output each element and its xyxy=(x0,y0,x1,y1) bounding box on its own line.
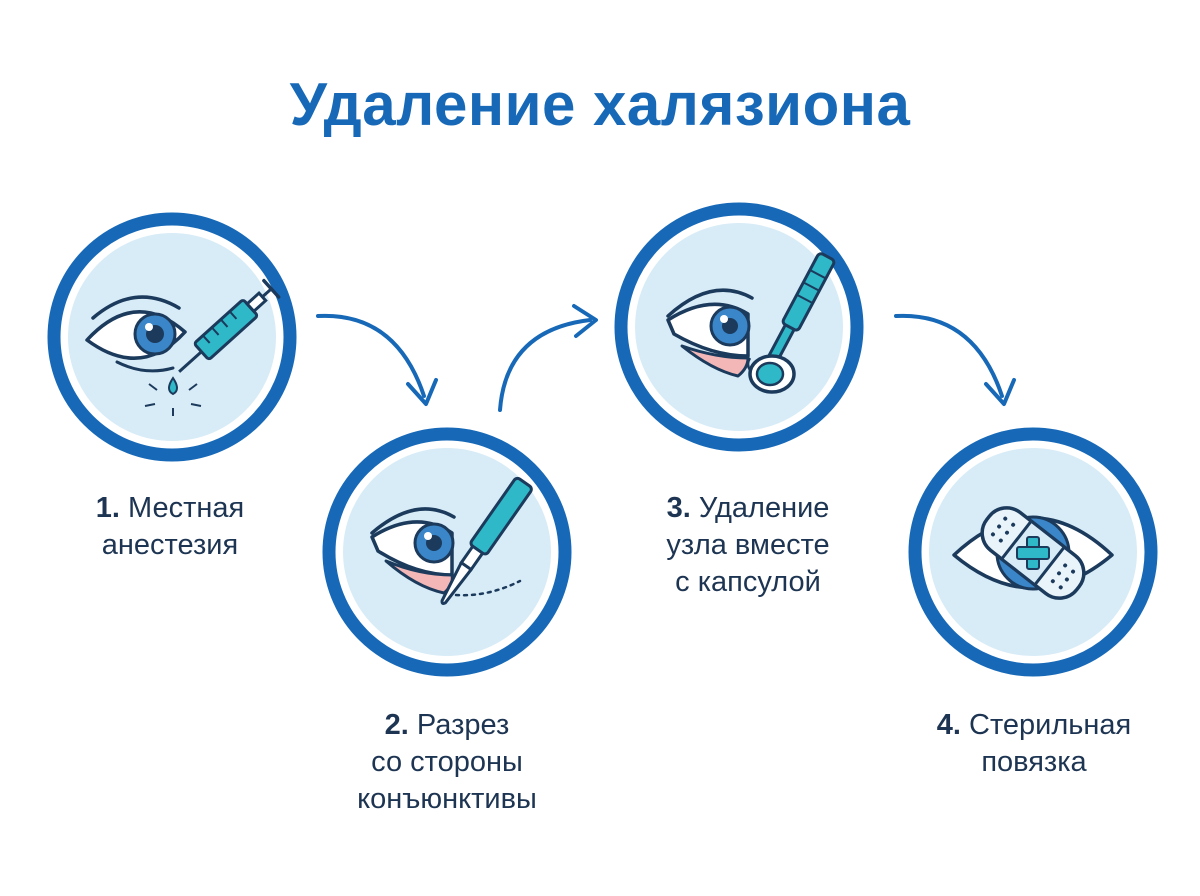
step-4-caption: 4. Стерильная повязка xyxy=(874,707,1194,781)
step-4-circle xyxy=(906,425,1160,679)
step-1-number: 1. xyxy=(95,492,120,524)
step-4-number: 4. xyxy=(936,709,961,741)
step-3-line-2: узла вместе xyxy=(666,529,830,561)
step-3-caption: 3. Удаление узла вместе с капсулой xyxy=(588,490,908,601)
arrow-step-1-to-2 xyxy=(316,313,438,406)
step-4-line-1: Стерильная xyxy=(969,709,1132,741)
step-3-line-3: с капсулой xyxy=(675,566,821,598)
step-1-line-2: анестезия xyxy=(101,529,239,561)
step-1-caption: 1. Местная анестезия xyxy=(10,490,330,564)
step-2-line-1: Разрез xyxy=(416,709,510,741)
arrow-step-2-to-3 xyxy=(498,304,598,412)
step-3-line-1: Удаление xyxy=(698,492,830,524)
step-2-line-3: конъюнктивы xyxy=(357,783,537,815)
eye-curette-icon xyxy=(614,202,864,452)
step-2-number: 2. xyxy=(384,709,409,741)
eye-syringe-icon xyxy=(47,212,297,462)
step-3-circle xyxy=(612,200,866,454)
step-2-line-2: со стороны xyxy=(371,746,523,778)
eye-scalpel-icon xyxy=(322,427,572,677)
step-2-circle xyxy=(320,425,574,679)
page-title: Удаление халязиона xyxy=(289,71,911,138)
step-3-number: 3. xyxy=(666,492,691,524)
arrow-step-3-to-4 xyxy=(894,313,1016,406)
eye-bandage-icon xyxy=(908,427,1158,677)
step-1-line-1: Местная xyxy=(128,492,245,524)
step-4-line-2: повязка xyxy=(981,746,1087,778)
step-1-circle xyxy=(45,210,299,464)
step-2-caption: 2. Разрез со стороны конъюнктивы xyxy=(287,707,607,818)
